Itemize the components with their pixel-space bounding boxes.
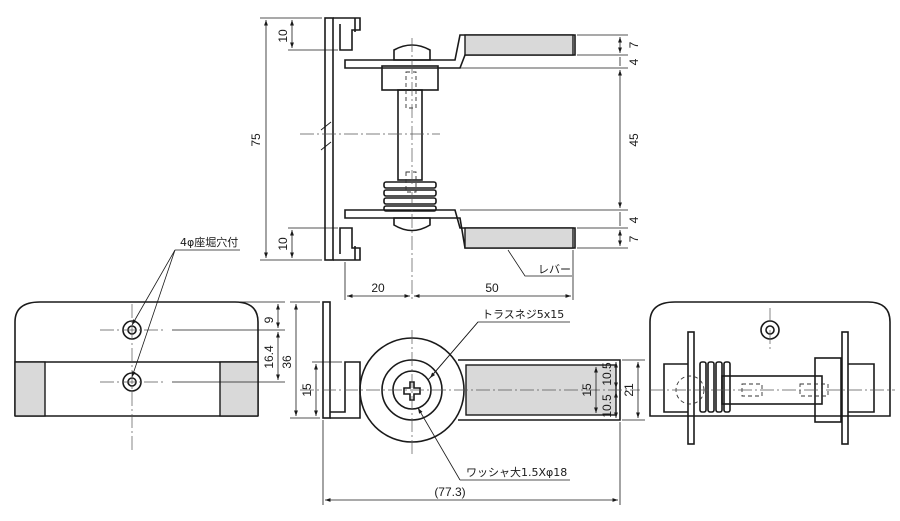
dim-16-4: 16.4 [262, 345, 276, 369]
screw-head-top [393, 44, 431, 61]
right-spring-coils [699, 361, 731, 413]
dim-10-5-top: 10.5 [600, 362, 614, 386]
note-screw: トラスネジ5x15 [482, 308, 564, 321]
right-plate-right [841, 331, 849, 445]
shaft-nut-top [381, 65, 439, 91]
base-plate [324, 17, 334, 261]
bottom-lever-bracket [344, 209, 576, 249]
left-foot [14, 361, 46, 417]
dim-7-bottom: 7 [627, 235, 641, 242]
dim-45: 45 [627, 133, 641, 147]
bottom-clip [333, 227, 361, 261]
dim-7-top: 7 [627, 41, 641, 48]
right-foot [219, 361, 259, 417]
center-base-plate [322, 301, 331, 419]
right-plate-left [687, 331, 695, 445]
screw-head-bottom [393, 217, 431, 232]
dim-36: 36 [280, 355, 294, 369]
dim-21: 21 [622, 383, 636, 397]
center-clip [330, 361, 361, 419]
dim-10-bottom: 10 [276, 237, 290, 251]
dim-15-left: 15 [300, 383, 314, 397]
note-holes: 4φ座堀穴付 [180, 235, 238, 249]
left-front-view: 4φ座堀穴付 9 16.4 [14, 235, 285, 452]
note-lever: レバー [538, 263, 571, 276]
dim-77-3: (77.3) [434, 485, 465, 499]
right-body-outline [649, 301, 891, 417]
right-front-view [649, 301, 895, 445]
dim-4-top: 4 [627, 58, 641, 65]
top-view: 75 10 10 7 4 45 4 7 20 50 レバー [249, 17, 641, 300]
dim-4-bottom: 4 [627, 216, 641, 223]
top-lever-handle [464, 34, 574, 56]
dim-10-5-bottom: 10.5 [600, 394, 614, 418]
center-front-view: 36 15 15 10.5 10.5 21 (77.3) トラスネジ5x15 ワ… [280, 301, 645, 505]
left-body-outline [14, 301, 259, 416]
dim-50: 50 [485, 281, 499, 295]
dim-9: 9 [262, 316, 276, 323]
note-washer: ワッシャ大1.5Xφ18 [466, 465, 567, 479]
dim-15-right: 15 [580, 383, 594, 397]
dim-75: 75 [249, 133, 263, 147]
spring-coils [383, 181, 437, 212]
dim-10-top: 10 [276, 29, 290, 43]
top-clip [333, 17, 361, 51]
bottom-lever-handle [464, 227, 574, 249]
phillips-cross-icon [403, 381, 421, 401]
dim-20: 20 [371, 281, 385, 295]
top-lever-bracket [344, 34, 576, 69]
shaft-body [397, 89, 423, 181]
